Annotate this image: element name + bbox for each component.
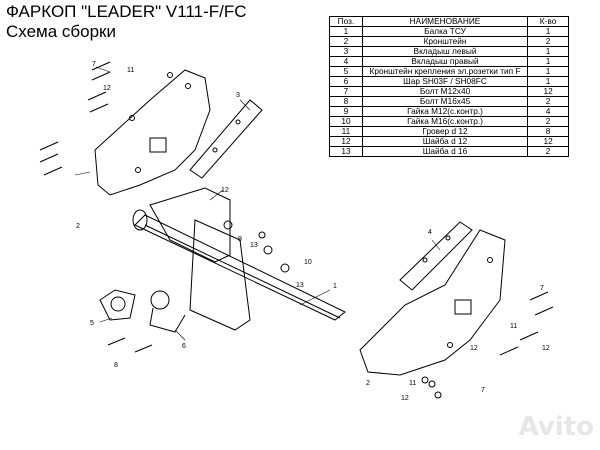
callout-11c: 11 xyxy=(409,380,416,387)
header-pos: Поз. xyxy=(329,16,363,27)
callout-5: 5 xyxy=(90,320,94,327)
callout-13a: 13 xyxy=(250,242,258,249)
callout-3: 3 xyxy=(236,92,240,99)
socket-bracket xyxy=(99,289,136,321)
cell-pos: 3 xyxy=(329,46,363,57)
cell-name: Шар SH03F / SH08FC xyxy=(361,76,529,87)
cell-qty: 4 xyxy=(527,106,569,117)
cell-pos: 2 xyxy=(329,36,363,47)
cell-qty: 8 xyxy=(527,126,569,137)
callout-12b: 12 xyxy=(221,187,229,194)
callout-4: 4 xyxy=(428,229,432,236)
right-insert xyxy=(399,221,473,291)
callout-12a: 12 xyxy=(103,85,111,92)
cell-name: Шайба d 16 xyxy=(361,146,529,157)
cell-name: Вкладыш правый xyxy=(361,56,529,67)
left-bracket-slot xyxy=(149,137,167,153)
cell-name: Балка ТСУ xyxy=(361,26,529,37)
callout-6: 6 xyxy=(182,343,186,350)
cell-name: Кронштейн крепления эл.розетки тип F xyxy=(361,66,529,77)
cell-pos: 10 xyxy=(329,116,363,127)
callout-7c: 7 xyxy=(481,387,485,394)
callout-13b: 13 xyxy=(296,282,304,289)
cell-qty: 2 xyxy=(527,116,569,127)
cell-qty: 1 xyxy=(527,26,569,37)
callout-12c: 12 xyxy=(542,345,550,352)
cell-pos: 6 xyxy=(329,76,363,87)
cell-qty: 1 xyxy=(527,76,569,87)
callout-2b: 2 xyxy=(366,380,370,387)
cell-qty: 2 xyxy=(527,36,569,47)
cell-pos: 11 xyxy=(329,126,363,137)
callout-11a: 11 xyxy=(127,67,134,74)
cell-qty: 2 xyxy=(527,96,569,107)
cell-name: Болт М12х40 xyxy=(361,86,529,97)
left-beam-plate xyxy=(149,187,231,263)
cell-pos: 7 xyxy=(329,86,363,97)
tow-beam xyxy=(134,214,346,321)
callout-8: 8 xyxy=(114,362,118,369)
callout-2a: 2 xyxy=(76,223,80,230)
parts-table-header: Поз. НАИМЕНОВАНИЕ К-во xyxy=(329,16,569,27)
tow-ball xyxy=(150,290,170,310)
header-qty: К-во xyxy=(527,16,569,27)
cell-pos: 12 xyxy=(329,136,363,147)
callout-7b: 7 xyxy=(540,285,544,292)
left-insert xyxy=(189,99,263,179)
header-name: НАИМЕНОВАНИЕ xyxy=(361,16,529,27)
cell-name: Гайка М12(с.контр.) xyxy=(361,106,529,117)
cell-qty: 12 xyxy=(527,86,569,97)
callout-12e: 12 xyxy=(401,395,409,402)
callout-10: 10 xyxy=(304,259,312,266)
cell-name: Вкладыш левый xyxy=(361,46,529,57)
left-bracket xyxy=(94,69,211,196)
cell-name: Гровер d 12 xyxy=(361,126,529,137)
cell-qty: 1 xyxy=(527,56,569,67)
callout-7a: 7 xyxy=(92,61,96,68)
diagram-title: ФАРКОП "LEADER" V111-F/FC xyxy=(6,2,247,21)
cell-qty: 1 xyxy=(527,46,569,57)
callout-1: 1 xyxy=(333,283,337,290)
callout-9: 9 xyxy=(238,236,242,243)
cell-qty: 2 xyxy=(527,146,569,157)
cell-pos: 8 xyxy=(329,96,363,107)
cell-name: Кронштейн xyxy=(361,36,529,47)
cell-pos: 13 xyxy=(329,146,363,157)
avito-watermark: Avito xyxy=(518,412,594,442)
cell-name: Гайка М16(с.контр.) xyxy=(361,116,529,127)
cell-name: Шайба d 12 xyxy=(361,136,529,147)
right-bracket-slot xyxy=(454,299,472,315)
callout-12d: 12 xyxy=(470,345,478,352)
cell-name: Болт М16х45 xyxy=(361,96,529,107)
cell-pos: 1 xyxy=(329,26,363,37)
cell-pos: 5 xyxy=(329,66,363,77)
cell-pos: 4 xyxy=(329,56,363,67)
cell-qty: 12 xyxy=(527,136,569,147)
diagram-subtitle: Схема сборки xyxy=(6,22,116,41)
right-bracket xyxy=(359,229,506,376)
cell-pos: 9 xyxy=(329,106,363,117)
cell-qty: 1 xyxy=(527,66,569,77)
callout-11b: 11 xyxy=(510,323,517,330)
